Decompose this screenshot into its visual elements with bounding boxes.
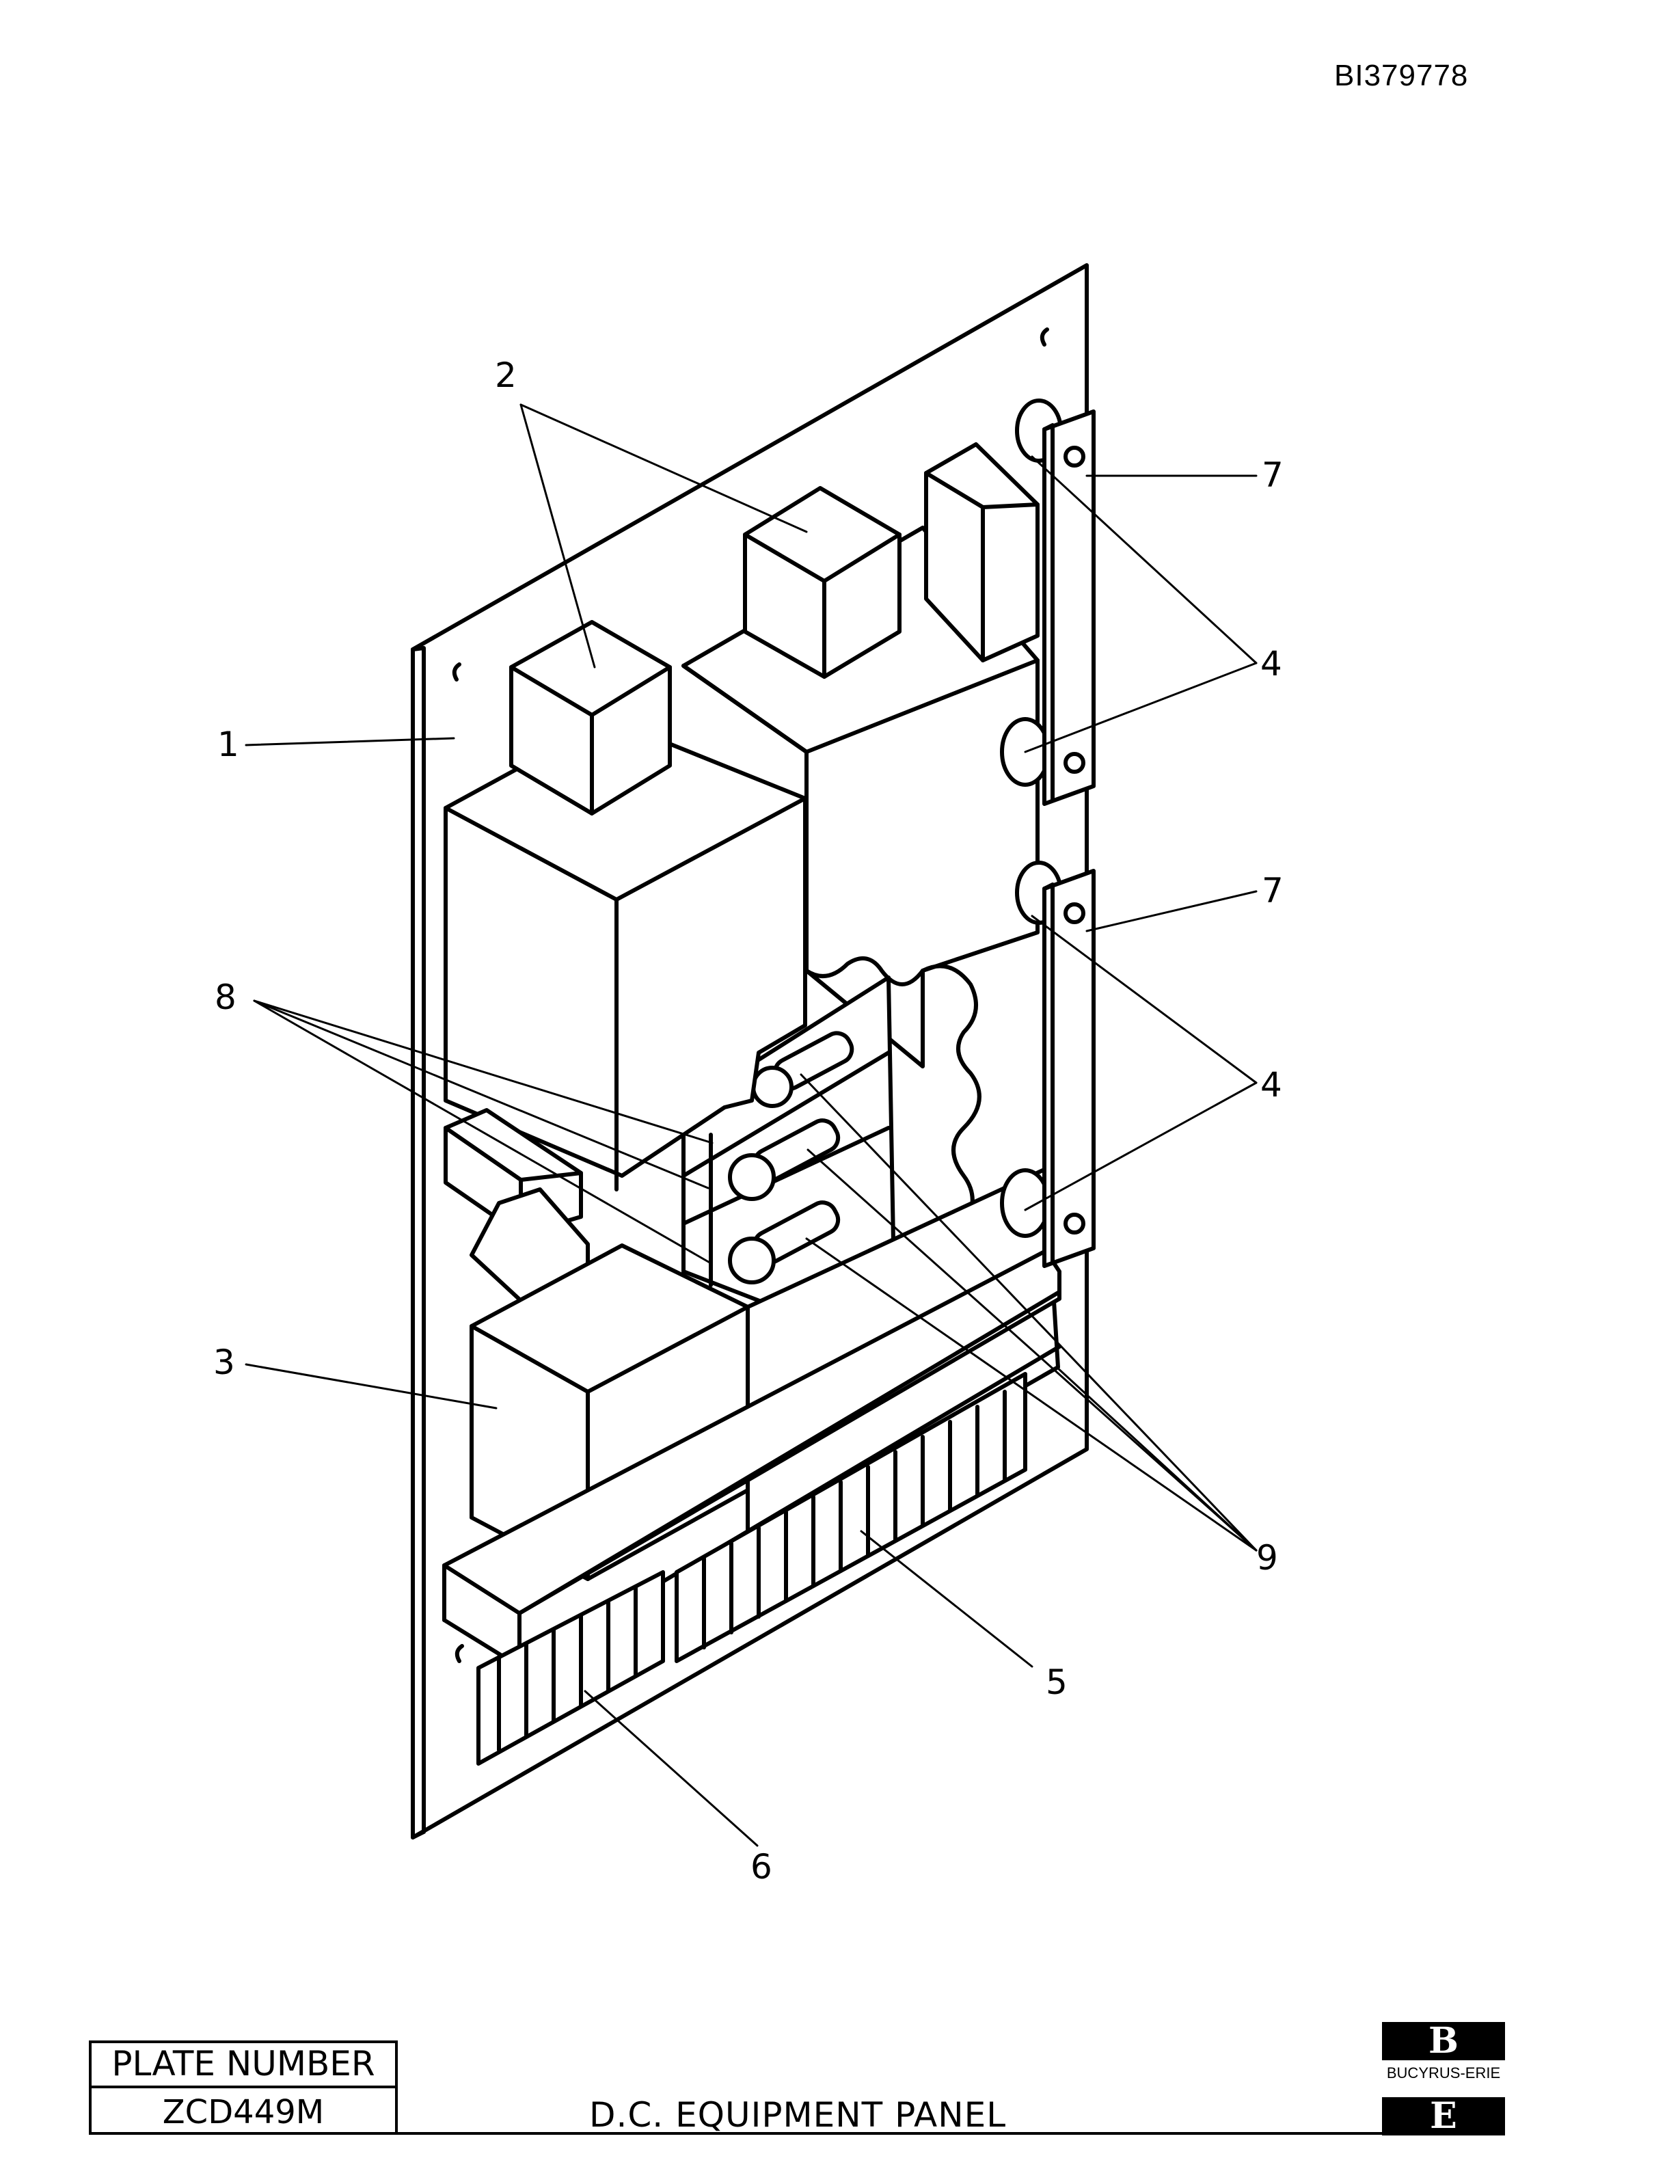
callout-8: 8: [215, 978, 236, 1017]
fuse-bottom: [728, 1200, 841, 1284]
callout-6: 6: [750, 1847, 772, 1887]
title-underline: [398, 2132, 1382, 2135]
callout-4-lower: 4: [1260, 1065, 1282, 1105]
fuse-top: [751, 1031, 854, 1108]
fuse-tubes: [728, 1031, 854, 1284]
callout-7-upper: 7: [1262, 455, 1284, 495]
relay-cap-right: [743, 486, 902, 679]
plate-number-label: PLATE NUMBER: [92, 2043, 395, 2088]
callout-3: 3: [213, 1343, 235, 1382]
callout-5: 5: [1046, 1662, 1068, 1702]
callout-7-lower: 7: [1262, 871, 1284, 911]
terminal-strip-short: [476, 1570, 665, 1766]
fuse-middle: [728, 1118, 841, 1201]
bucyrus-erie-logo: B BUCYRUS-ERIE E: [1382, 2022, 1505, 2135]
callout-4-upper: 4: [1260, 644, 1282, 684]
sheet-title: D.C. EQUIPMENT PANEL: [589, 2095, 1007, 2135]
logo-letter-e: E: [1382, 2097, 1505, 2135]
leader-lines: [245, 403, 1258, 1847]
logo-letter-b: B: [1382, 2022, 1505, 2060]
relay-cap-front: [509, 620, 672, 815]
terminal-strip-long: [675, 1372, 1027, 1663]
relay-front-large: [444, 717, 807, 1191]
document-id: BI379778: [1334, 59, 1469, 92]
relay-base-strip: [444, 1108, 590, 1308]
callout-2: 2: [495, 355, 517, 395]
callout-9: 9: [1256, 1538, 1278, 1578]
plate-number-box: PLATE NUMBER ZCD449M: [89, 2040, 398, 2135]
terminal-bar: [442, 1249, 1061, 1669]
plate-number-value: ZCD449M: [162, 2093, 325, 2131]
mounting-brackets: [1042, 409, 1096, 1268]
logo-company-name: BUCYRUS-ERIE: [1386, 2064, 1501, 2081]
callout-1: 1: [217, 725, 239, 764]
